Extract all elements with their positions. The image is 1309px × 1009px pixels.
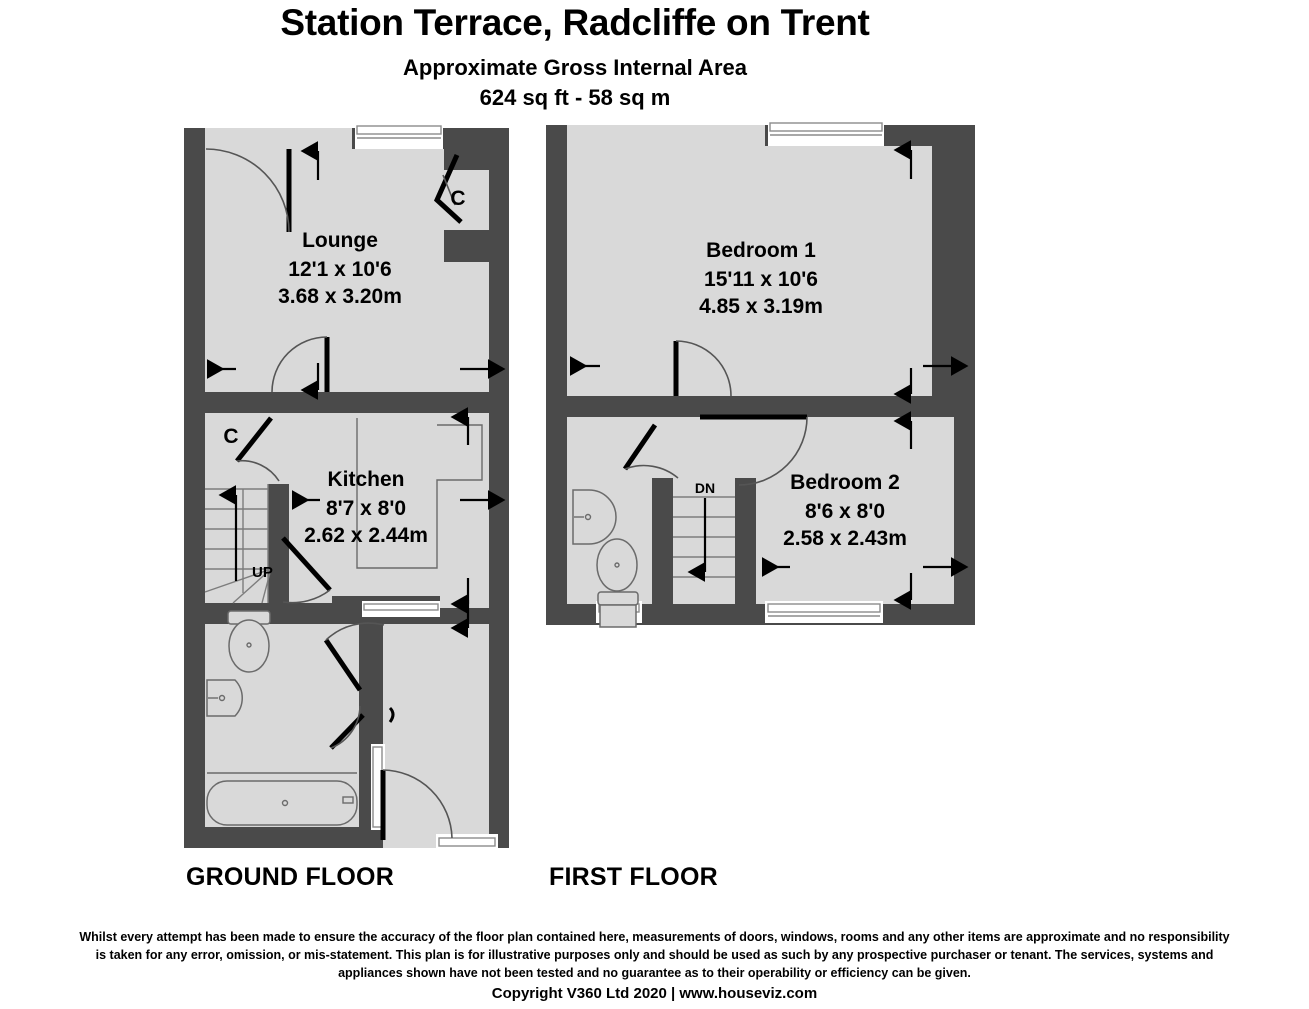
room-label-lounge: Lounge xyxy=(302,229,378,252)
room-dim-imperial-bedroom1: 15'11 x 10'6 xyxy=(704,268,818,291)
fixture-bath-ground xyxy=(206,772,358,826)
room-label-bedroom1: Bedroom 1 xyxy=(706,239,816,262)
area-subtitle: Approximate Gross Internal Area xyxy=(403,55,747,80)
room-dim-metric-bedroom1: 4.85 x 3.19m xyxy=(699,295,823,318)
footer: Whilst every attempt has been made to en… xyxy=(0,928,1309,1002)
door-front-entry xyxy=(205,148,292,233)
disclaimer-line-3: appliances shown have not been tested an… xyxy=(338,966,971,980)
wall-bed1-recess xyxy=(932,210,975,310)
ground-floor-label: GROUND FLOOR xyxy=(186,863,394,891)
room-label-bedroom2: Bedroom 2 xyxy=(790,471,900,494)
door-bedroom1 xyxy=(673,340,732,397)
stair-down-label: DN xyxy=(695,480,715,496)
door-bathroom-first xyxy=(622,423,679,479)
door-bedroom2 xyxy=(700,414,808,486)
cupboard-label-upper: C xyxy=(450,187,465,210)
door-bathroom xyxy=(323,622,385,692)
wall-lounge-kitchen xyxy=(184,392,509,413)
wall-stair xyxy=(268,484,289,603)
door-lounge-hall xyxy=(271,336,330,393)
staircase-ground: UP xyxy=(204,484,273,604)
room-dim-metric-lounge: 3.68 x 3.20m xyxy=(278,285,402,308)
door-porch xyxy=(380,769,453,840)
staircase-first: DN xyxy=(673,480,735,582)
wall-bed1-landing xyxy=(546,396,975,417)
door-bathroom-leaf2 xyxy=(329,705,365,750)
stair-up-label: UP xyxy=(252,564,273,581)
wall-stair-left xyxy=(652,478,673,604)
door-cupboard-upper xyxy=(433,153,463,224)
cupboard-label-lower: C xyxy=(223,425,238,448)
fixture-basin-first xyxy=(572,489,617,545)
first-floor-label: FIRST FLOOR xyxy=(549,863,718,891)
wall-stair-right xyxy=(735,478,756,604)
ground-floor-plan: UP xyxy=(184,124,509,854)
first-floor-plan: DN xyxy=(546,121,975,628)
room-dim-imperial-lounge: 12'1 x 10'6 xyxy=(288,258,391,281)
window-kitchen-rear xyxy=(362,601,440,617)
dimension-arrows-first xyxy=(570,140,969,610)
door-cupboard-lower xyxy=(235,416,280,482)
fixture-toilet-ground xyxy=(227,610,271,673)
fixture-basin-ground xyxy=(206,679,243,717)
disclaimer-line-2: is taken for any error, omission, or mis… xyxy=(95,948,1214,962)
room-dim-metric-bedroom2: 2.58 x 2.43m xyxy=(783,527,907,550)
room-label-kitchen: Kitchen xyxy=(327,468,404,491)
window-lounge-front xyxy=(355,124,443,149)
fixture-toilet-first xyxy=(596,538,639,628)
door-rear-entry xyxy=(436,834,498,854)
window-bedroom1-front xyxy=(768,121,884,146)
area-value: 624 sq ft - 58 sq m xyxy=(479,85,671,110)
room-dim-imperial-kitchen: 8'7 x 8'0 xyxy=(326,497,406,520)
disclaimer-line-1: Whilst every attempt has been made to en… xyxy=(79,930,1230,944)
wall-door-jamb xyxy=(359,690,383,718)
door-understair xyxy=(281,536,332,604)
room-dim-imperial-bedroom2: 8'6 x 8'0 xyxy=(805,500,885,523)
copyright-notice: Copyright V360 Ltd 2020 | www.houseviz.c… xyxy=(491,985,818,1002)
dimension-arrows-ground xyxy=(207,141,506,638)
page-title: Station Terrace, Radcliffe on Trent xyxy=(280,2,870,43)
wall-cupboard-base xyxy=(444,230,489,262)
room-dim-metric-kitchen: 2.62 x 2.44m xyxy=(304,524,428,547)
